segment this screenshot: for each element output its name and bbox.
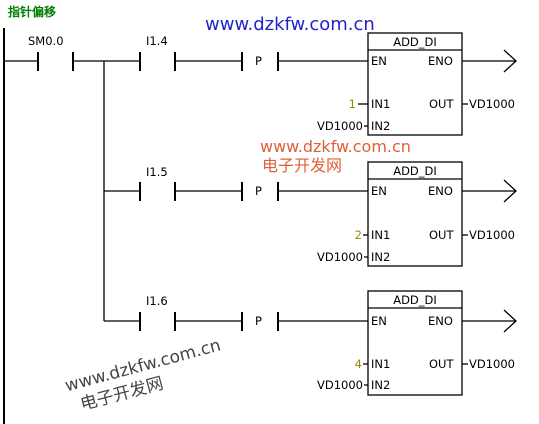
- watermark-bottom: www.dzkfw.com.cn 电子开发网: [63, 335, 223, 414]
- block-title-3: ADD_DI: [393, 293, 437, 307]
- positive-edge-2[interactable]: P: [241, 182, 368, 201]
- eno-pin-3: ENO: [428, 314, 453, 328]
- out-pin-3: OUT: [429, 357, 454, 371]
- contact-i1-6-label: I1.6: [146, 294, 168, 308]
- in1-value-1: 1: [349, 97, 356, 111]
- in2-pin-1: IN2: [371, 119, 390, 133]
- add-di-block-1[interactable]: ADD_DI EN ENO IN1 IN2 OUT: [367, 32, 463, 136]
- rung-1: I1.4 P ADD_DI EN ENO IN1 IN2 OUT 1 VD100…: [104, 32, 517, 136]
- contact-i1-5[interactable]: I1.5: [104, 165, 242, 201]
- en-pin-3: EN: [371, 314, 387, 328]
- block-title-1: ADD_DI: [393, 35, 437, 49]
- contact-i1-4[interactable]: I1.4: [104, 34, 242, 71]
- in1-pin-1: IN1: [371, 97, 390, 111]
- contact-sm0-0-label: SM0.0: [28, 34, 64, 48]
- positive-edge-1[interactable]: P: [241, 52, 368, 71]
- output-arrow-1: [503, 49, 517, 73]
- positive-edge-3[interactable]: P: [241, 312, 368, 331]
- in1-pin-3: IN1: [371, 357, 390, 371]
- in1-pin-2: IN1: [371, 228, 390, 242]
- in2-value-3: VD1000: [317, 378, 363, 392]
- in2-value-1: VD1000: [317, 119, 363, 133]
- in1-value-3: 4: [355, 357, 362, 371]
- eno-pin-2: ENO: [428, 184, 453, 198]
- en-pin-1: EN: [371, 54, 387, 68]
- contact-i1-6[interactable]: I1.6: [104, 294, 242, 331]
- out-value-2: VD1000: [469, 228, 515, 242]
- watermark-mid-cn: 电子开发网: [262, 156, 342, 175]
- watermark-mid-url: www.dzkfw.com.cn: [260, 137, 411, 156]
- block-title-2: ADD_DI: [393, 164, 437, 178]
- out-value-1: VD1000: [469, 97, 515, 111]
- rung-3: I1.6 P ADD_DI EN ENO IN1 IN2 OUT 4 VD100…: [104, 290, 517, 396]
- add-di-block-3[interactable]: ADD_DI EN ENO IN1 IN2 OUT: [367, 290, 463, 396]
- en-pin-2: EN: [371, 184, 387, 198]
- watermark-top-url: www.dzkfw.com.cn: [205, 14, 375, 35]
- add-di-block-2[interactable]: ADD_DI EN ENO IN1 IN2 OUT: [367, 161, 463, 267]
- output-arrow-2: [503, 179, 517, 203]
- in1-value-2: 2: [355, 228, 362, 242]
- out-pin-1: OUT: [429, 97, 454, 111]
- positive-edge-2-label: P: [255, 184, 262, 198]
- out-pin-2: OUT: [429, 228, 454, 242]
- in2-value-2: VD1000: [317, 250, 363, 264]
- contact-i1-5-label: I1.5: [146, 165, 168, 179]
- rung-2: I1.5 P ADD_DI EN ENO IN1 IN2 OUT 2 VD100…: [104, 161, 517, 267]
- positive-edge-3-label: P: [255, 314, 262, 328]
- in2-pin-2: IN2: [371, 250, 390, 264]
- output-arrow-3: [503, 309, 517, 333]
- eno-pin-1: ENO: [428, 54, 453, 68]
- out-value-3: VD1000: [469, 357, 515, 371]
- network-title: 指针偏移: [8, 4, 56, 19]
- positive-edge-1-label: P: [255, 54, 262, 68]
- in2-pin-3: IN2: [371, 378, 390, 392]
- contact-i1-4-label: I1.4: [146, 34, 168, 48]
- contact-sm0-0[interactable]: SM0.0: [4, 34, 104, 71]
